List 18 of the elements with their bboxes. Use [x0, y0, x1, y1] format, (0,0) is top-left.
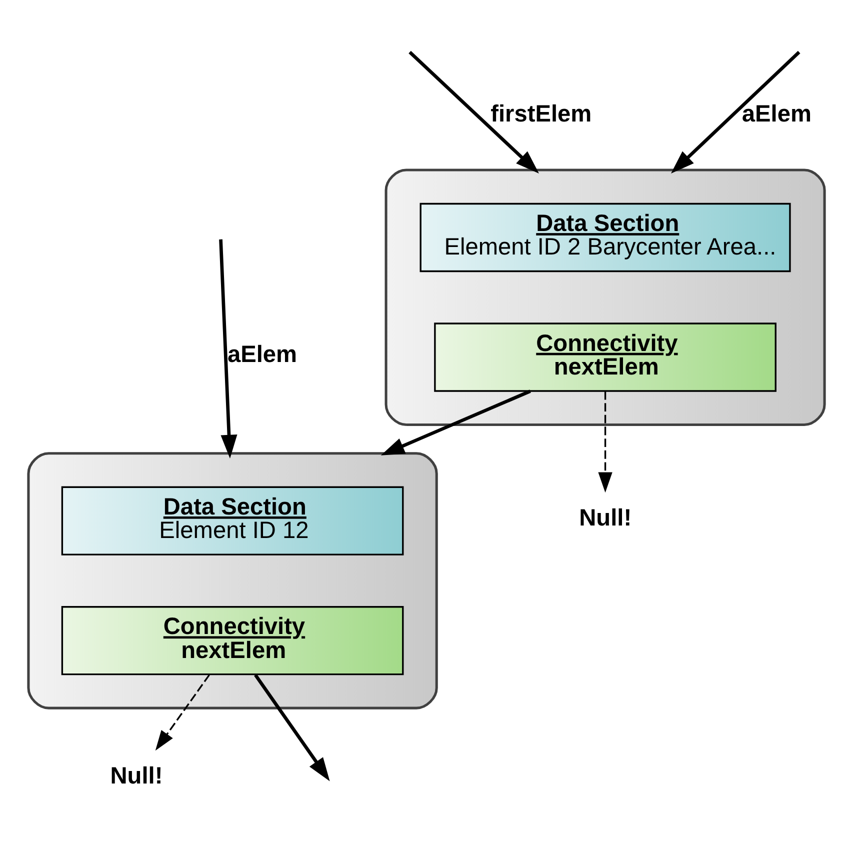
arrow: [380, 390, 531, 456]
edge-label: aElem: [227, 342, 298, 368]
arrow: [254, 674, 330, 782]
arrow: [219, 239, 238, 458]
node-text: Null!: [579, 505, 632, 532]
edge-label: aElem: [742, 101, 812, 128]
cluster: [27, 452, 438, 710]
node-text: Null!: [110, 763, 163, 790]
cluster: [384, 168, 826, 426]
node-box: Connectivity nextElem: [434, 322, 776, 392]
arrow: [598, 391, 612, 493]
arrow: [670, 50, 800, 174]
node-box: Connectivity nextElem: [61, 606, 404, 676]
node-box: Data Section Element ID 12: [61, 486, 404, 556]
node-box: Data Section Element ID 2 Barycenter Area...: [420, 202, 791, 272]
edge-label: firstElem: [490, 101, 592, 128]
arrow: [155, 674, 210, 751]
arrow: [408, 50, 539, 174]
